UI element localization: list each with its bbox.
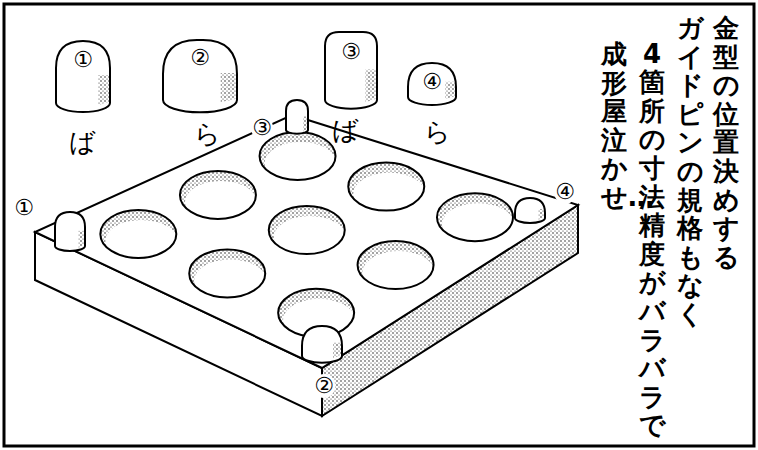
cavity-rim [189, 249, 265, 297]
vertical-caption: 金型の位置決めする [713, 14, 739, 271]
cavity-rim [269, 206, 345, 254]
cavity [180, 171, 257, 223]
guide-pin [55, 212, 85, 251]
mold-plate [35, 115, 578, 416]
callout-number: ① [13, 196, 35, 220]
cavity-floor [185, 181, 257, 223]
caption-kana: ば [332, 117, 359, 143]
cavity-floor [105, 220, 177, 262]
vertical-caption: 4箇所の寸法精度がバラバラで [639, 40, 665, 440]
loose-pin [56, 41, 110, 112]
callout-number: ② [189, 46, 211, 70]
cavity [260, 132, 337, 184]
cavity-floor [363, 251, 435, 293]
plate-top-face [35, 115, 578, 368]
guide-pin [302, 326, 342, 363]
cavity-holes [100, 132, 514, 341]
vertical-caption: ガイドピンの規格もなく [677, 14, 703, 329]
loose-pin [408, 63, 456, 105]
cavity-floor [274, 216, 346, 258]
cavity-rim [260, 132, 336, 180]
callout-number: ② [313, 374, 335, 398]
guide-pin [286, 100, 308, 134]
cavity-rim [100, 210, 176, 258]
cavity-floor [353, 173, 425, 215]
caption-kana: ら [194, 121, 221, 147]
cavity-floor [265, 142, 337, 184]
cavity-rim [437, 193, 513, 241]
cavity [269, 206, 346, 258]
cavity [358, 241, 435, 293]
vertical-caption: 成形屋泣かせ… [601, 40, 627, 212]
guide-pin [515, 198, 545, 223]
panel-frame [4, 4, 754, 446]
cavity-rim [348, 163, 424, 211]
guide-pins [55, 32, 545, 363]
caption-kana: ら [424, 119, 451, 145]
loose-pin [163, 40, 237, 112]
cavity [437, 193, 514, 245]
cavity [189, 249, 266, 301]
callout-number: ③ [340, 40, 362, 64]
cavity-floor [442, 203, 514, 245]
cavity [100, 210, 177, 262]
caption-kana: ば [69, 129, 96, 155]
callout-number: ① [72, 48, 94, 72]
cavity-rim [180, 171, 256, 219]
cavity [348, 163, 425, 215]
cavity-floor [194, 259, 266, 301]
cavity-rim [358, 241, 434, 289]
loose-pin [325, 32, 377, 109]
callout-number: ③ [251, 116, 273, 140]
callout-number: ④ [554, 180, 576, 204]
callout-number: ④ [421, 70, 443, 94]
